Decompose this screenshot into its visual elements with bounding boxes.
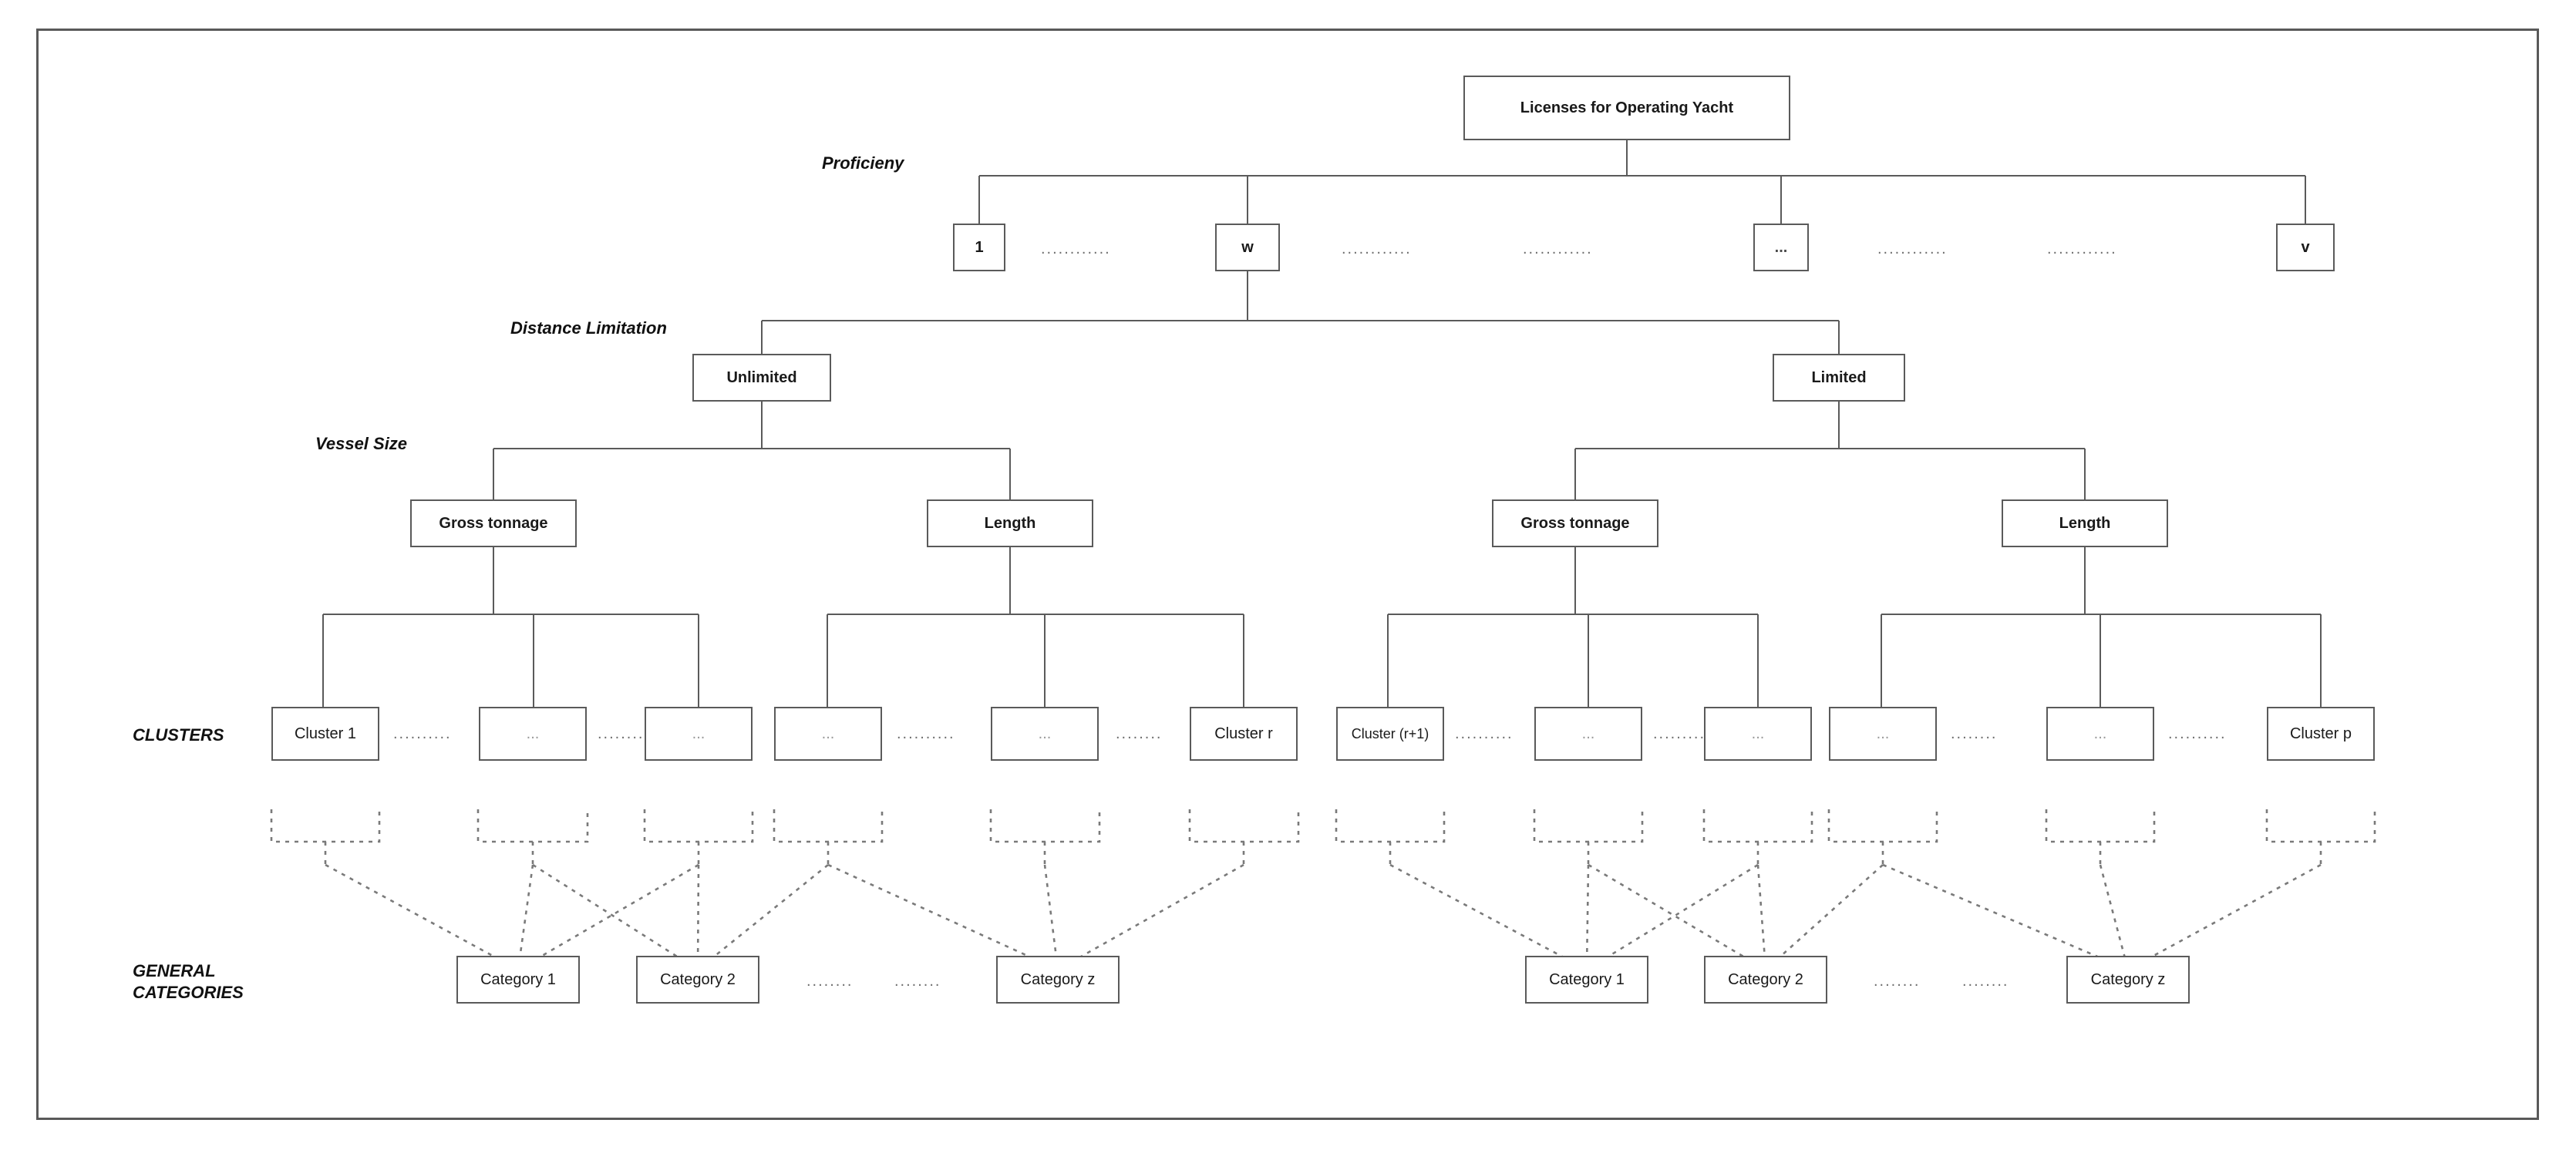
cluster-node-6[interactable]: Cluster r (1190, 707, 1298, 761)
cluster-ellipsis-3: .......... (897, 725, 955, 742)
cluster-node-5-label: ... (1038, 725, 1052, 742)
cluster-node-8-label: ... (1581, 725, 1595, 742)
node-proficiency-w-label: w (1241, 238, 1254, 256)
cluster-node-4-label: ... (821, 725, 835, 742)
proficiency-ellipsis-5: ............ (2047, 240, 2117, 257)
cluster-node-10[interactable]: ... (1829, 707, 1937, 761)
node-gross-tonnage-limited-label: Gross tonnage (1520, 514, 1630, 532)
cluster-node-2-label: ... (526, 725, 540, 742)
cluster-node-3-label: ... (692, 725, 705, 742)
category-node-left-z-label: Category z (1020, 970, 1096, 988)
cluster-node-9[interactable]: ... (1704, 707, 1812, 761)
category-left-ellipsis-2: ........ (894, 973, 941, 990)
category-node-right-z[interactable]: Category z (2066, 956, 2190, 1004)
category-node-left-z[interactable]: Category z (996, 956, 1120, 1004)
cluster-node-8[interactable]: ... (1534, 707, 1642, 761)
node-gross-tonnage-unlimited-label: Gross tonnage (439, 514, 548, 532)
category-right-ellipsis-2: ........ (1962, 973, 2009, 990)
proficiency-ellipsis-3: ............ (1523, 240, 1593, 257)
proficiency-ellipsis-1: ............ (1041, 240, 1111, 257)
cluster-node-5[interactable]: ... (991, 707, 1099, 761)
node-root-label: Licenses for Operating Yacht (1520, 99, 1734, 116)
category-node-left-2-label: Category 2 (660, 970, 736, 988)
category-node-right-1[interactable]: Category 1 (1525, 956, 1648, 1004)
cluster-node-9-label: ... (1751, 725, 1765, 742)
node-limited[interactable]: Limited (1773, 354, 1905, 402)
cluster-node-1[interactable]: Cluster 1 (271, 707, 379, 761)
cluster-ellipsis-6: .......... (1653, 725, 1712, 742)
row-label-distance-limitation: Distance Limitation (510, 318, 667, 338)
proficiency-ellipsis-4: ............ (1877, 240, 1948, 257)
category-node-right-z-label: Category z (2090, 970, 2166, 988)
node-proficiency-ellipsis-label: ... (1774, 238, 1788, 256)
cluster-ellipsis-2: ........ (598, 725, 645, 742)
node-limited-label: Limited (1811, 368, 1867, 386)
cluster-node-10-label: ... (1876, 725, 1890, 742)
cluster-node-12[interactable]: Cluster p (2267, 707, 2375, 761)
category-left-ellipsis-1: ........ (806, 973, 854, 990)
node-root[interactable]: Licenses for Operating Yacht (1463, 76, 1790, 140)
node-proficiency-v[interactable]: v (2276, 224, 2335, 271)
node-unlimited-label: Unlimited (726, 368, 797, 386)
category-node-left-1-label: Category 1 (480, 970, 556, 988)
cluster-ellipsis-4: ........ (1116, 725, 1163, 742)
node-length-unlimited-label: Length (984, 514, 1036, 532)
proficiency-ellipsis-2: ............ (1342, 240, 1412, 257)
row-label-general-categories: GENERAL CATEGORIES (133, 961, 244, 1002)
row-label-vessel-size: Vessel Size (315, 434, 408, 453)
node-length-limited-label: Length (2059, 514, 2111, 532)
cluster-ellipsis-8: .......... (2168, 725, 2227, 742)
node-proficiency-v-label: v (2301, 238, 2310, 256)
cluster-ellipsis-7: ........ (1951, 725, 1998, 742)
row-label-clusters: CLUSTERS (133, 725, 224, 745)
category-node-right-2-label: Category 2 (1728, 970, 1803, 988)
cluster-node-11-label: ... (2093, 725, 2107, 742)
node-length-limited[interactable]: Length (2002, 499, 2168, 547)
node-unlimited[interactable]: Unlimited (692, 354, 831, 402)
cluster-node-3[interactable]: ... (645, 707, 753, 761)
category-right-ellipsis-1: ........ (1874, 973, 1921, 990)
node-proficiency-1[interactable]: 1 (953, 224, 1005, 271)
node-length-unlimited[interactable]: Length (927, 499, 1093, 547)
cluster-node-2[interactable]: ... (479, 707, 587, 761)
cluster-ellipsis-5: .......... (1455, 725, 1514, 742)
category-node-right-2[interactable]: Category 2 (1704, 956, 1827, 1004)
cluster-node-11[interactable]: ... (2046, 707, 2154, 761)
cluster-node-6-label: Cluster r (1214, 725, 1273, 742)
node-proficiency-w[interactable]: w (1215, 224, 1280, 271)
category-node-right-1-label: Category 1 (1549, 970, 1625, 988)
node-proficiency-1-label: 1 (975, 238, 984, 256)
cluster-ellipsis-1: .......... (393, 725, 452, 742)
cluster-node-7[interactable]: Cluster (r+1) (1336, 707, 1444, 761)
node-proficiency-ellipsis[interactable]: ... (1753, 224, 1809, 271)
row-label-proficiency: Proficieny (822, 153, 904, 173)
category-node-left-1[interactable]: Category 1 (456, 956, 580, 1004)
node-gross-tonnage-unlimited[interactable]: Gross tonnage (410, 499, 577, 547)
node-gross-tonnage-limited[interactable]: Gross tonnage (1492, 499, 1658, 547)
cluster-node-1-label: Cluster 1 (294, 725, 357, 742)
cluster-node-7-label: Cluster (r+1) (1351, 725, 1429, 741)
category-node-left-2[interactable]: Category 2 (636, 956, 759, 1004)
cluster-node-4[interactable]: ... (774, 707, 882, 761)
cluster-node-12-label: Cluster p (2289, 725, 2352, 742)
